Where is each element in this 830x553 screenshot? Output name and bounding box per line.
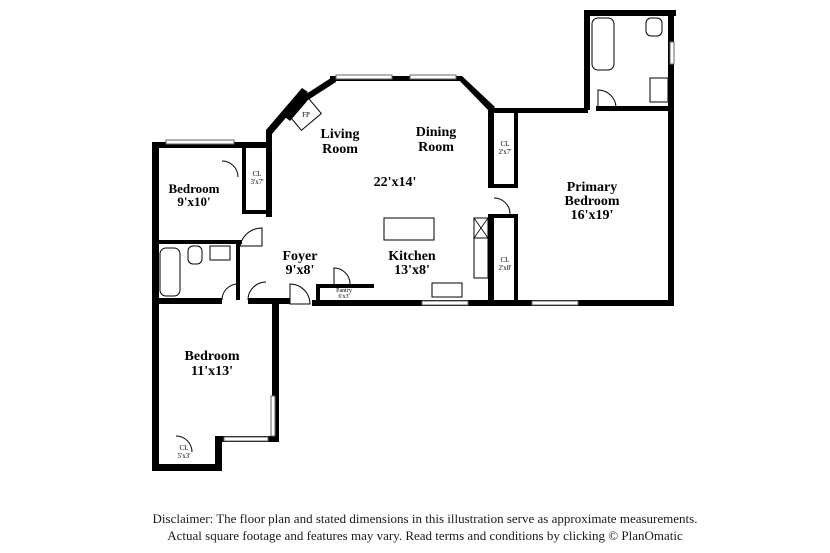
- bedroom-small-closet-dims: 3'x7': [250, 178, 263, 186]
- living-room-label-line1: Living: [321, 127, 360, 142]
- dining-room-label-line2: Room: [418, 140, 454, 155]
- primary-bedroom-label-line1: Primary: [567, 180, 618, 195]
- primary-closet-lower-dims: 2'x8': [498, 264, 511, 272]
- primary-bedroom-label-line2: Bedroom: [565, 194, 620, 209]
- bedroom-small-label: Bedroom: [168, 181, 219, 196]
- bedroom-large-closet-dims: 5'x3': [177, 452, 190, 460]
- fireplace-box: [283, 92, 323, 132]
- disclaimer-line1: Disclaimer: The floor plan and stated di…: [153, 511, 698, 526]
- windows: [165, 41, 675, 442]
- bedroom-large-dimensions: 11'x13': [191, 364, 233, 379]
- bedroom-small-closet-label: CL: [253, 170, 262, 178]
- foyer-dimensions: 9'x8': [286, 263, 315, 278]
- foyer-label: Foyer: [283, 249, 318, 264]
- bedroom-large-label: Bedroom: [185, 349, 240, 364]
- living-dining-dimensions: 22'x14': [374, 175, 417, 190]
- walls: [152, 10, 676, 471]
- primary-closet-lower-label: CL: [501, 256, 510, 264]
- pantry-dims: 6'x3': [338, 294, 349, 300]
- pantry-label: Pantry: [336, 288, 352, 294]
- primary-closet-upper-dims: 2'x7': [498, 148, 511, 156]
- bedroom-small-dimensions: 9'x10': [177, 194, 210, 209]
- living-room-label-line2: Room: [322, 142, 358, 157]
- primary-bedroom-dimensions: 16'x19': [571, 208, 614, 223]
- kitchen-island: [383, 217, 435, 241]
- dining-room-label-line1: Dining: [416, 125, 456, 140]
- fixtures: [159, 17, 669, 453]
- bedroom-large-closet-label: CL: [180, 444, 189, 452]
- primary-closet-upper-label: CL: [501, 140, 510, 148]
- kitchen-label: Kitchen: [388, 249, 436, 264]
- kitchen-dimensions: 13'x8': [394, 263, 430, 278]
- disclaimer-line2[interactable]: Actual square footage and features may v…: [167, 528, 683, 543]
- fireplace-label: FP: [302, 111, 310, 119]
